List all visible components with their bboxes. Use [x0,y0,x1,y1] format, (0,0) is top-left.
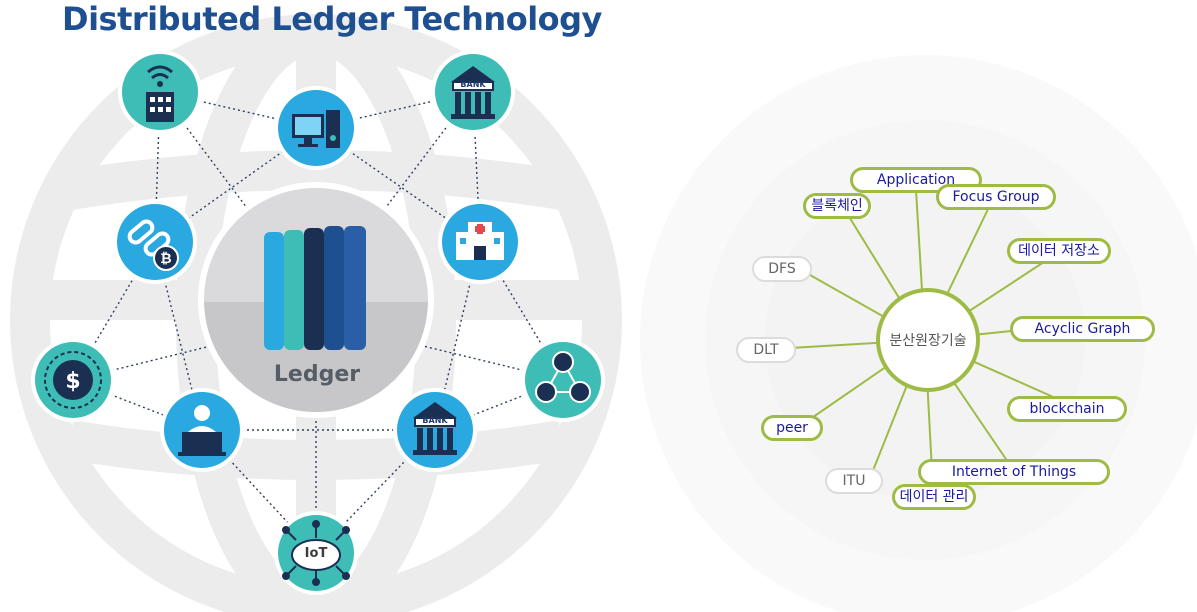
term-itu: ITU [825,468,883,494]
term-internet-of-things: Internet of Things [918,459,1110,485]
mindmap-center-label: 분산원장기술 [889,333,967,349]
node-smart-building [118,50,202,134]
node-laptop-user [160,388,244,472]
page-title: Distributed Ledger Technology [62,0,602,38]
ledger-books-icon [264,226,366,350]
node-hospital [438,200,522,284]
term-dfs: DFS [752,256,812,282]
laptop-user-icon [178,405,226,456]
node-bank-bottom [393,388,477,472]
node-bank-top [431,50,515,134]
node-network-people [521,338,605,422]
node-dollar: $ [31,338,115,422]
node-computer [274,86,358,170]
hospital-icon [456,222,504,260]
iot-cloud-icon [282,520,350,586]
bank-sign-top: BANK [460,80,486,89]
term-blockchain-en: blockchain [1007,396,1127,422]
svg-text:$: $ [65,369,80,394]
svg-text:₿: ₿ [160,251,171,267]
term-dlt: DLT [736,337,796,363]
term-blockchain-ko: 블록체인 [803,193,871,219]
dollar-cycle-icon: $ [44,351,102,409]
term-data-management: 데이터 관리 [892,484,976,510]
mindmap-center-node [876,288,980,392]
people-network-icon [535,351,591,403]
bank-icon [413,402,457,455]
term-peer: peer [761,415,823,441]
iot-label: IoT [304,546,328,561]
smart-building-wifi-icon [146,65,174,122]
node-iot [274,511,358,595]
bank-icon [451,66,495,119]
node-bitcoin: ₿ [113,200,197,284]
bank-sign-bottom: BANK [422,416,448,425]
term-focus-group: Focus Group [936,184,1056,210]
term-data-storage: 데이터 저장소 [1007,238,1111,264]
bitcoin-chain-link-icon: ₿ [127,219,179,271]
desktop-computer-icon [292,110,340,148]
ledger-label: Ledger [273,362,361,387]
term-acyclic-graph: Acyclic Graph [1010,316,1155,342]
